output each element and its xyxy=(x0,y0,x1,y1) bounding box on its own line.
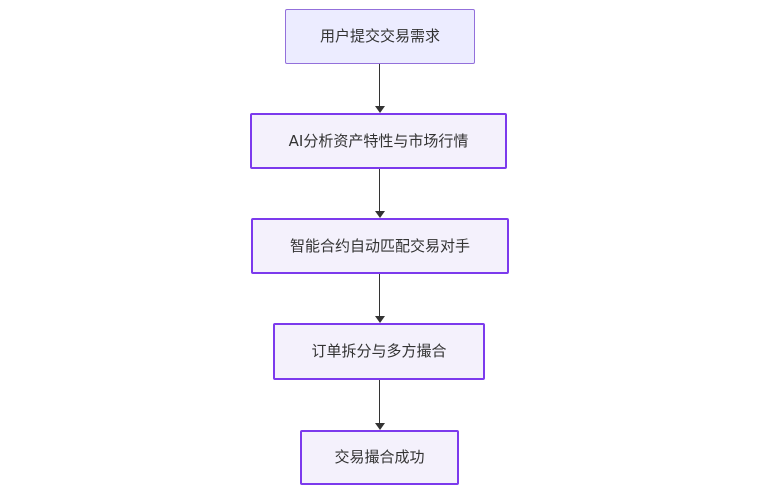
flow-arrow-1 xyxy=(373,64,386,113)
flow-arrow-4 xyxy=(373,380,386,430)
arrow-head-icon xyxy=(374,211,385,218)
arrow-line xyxy=(378,380,381,423)
node-label: AI分析资产特性与市场行情 xyxy=(288,131,469,150)
flow-arrow-3 xyxy=(373,274,386,323)
node-label: 智能合约自动匹配交易对手 xyxy=(289,236,470,255)
arrow-head-icon xyxy=(374,316,385,323)
arrow-head-icon xyxy=(374,106,385,113)
node-label: 订单拆分与多方撮合 xyxy=(311,342,447,361)
arrow-line xyxy=(378,274,381,316)
flow-arrow-2 xyxy=(373,169,386,218)
flow-node-user-submit-request: 用户提交交易需求 xyxy=(285,9,475,64)
node-label: 交易撮合成功 xyxy=(334,448,425,467)
arrow-line xyxy=(378,64,381,106)
arrow-head-icon xyxy=(374,423,385,430)
flow-node-smart-contract-matching: 智能合约自动匹配交易对手 xyxy=(251,218,509,274)
node-label: 用户提交交易需求 xyxy=(319,27,440,46)
flow-node-trade-success: 交易撮合成功 xyxy=(300,430,459,485)
flow-node-ai-analysis: AI分析资产特性与市场行情 xyxy=(250,113,507,169)
flow-node-order-splitting: 订单拆分与多方撮合 xyxy=(273,323,485,380)
arrow-line xyxy=(378,169,381,211)
